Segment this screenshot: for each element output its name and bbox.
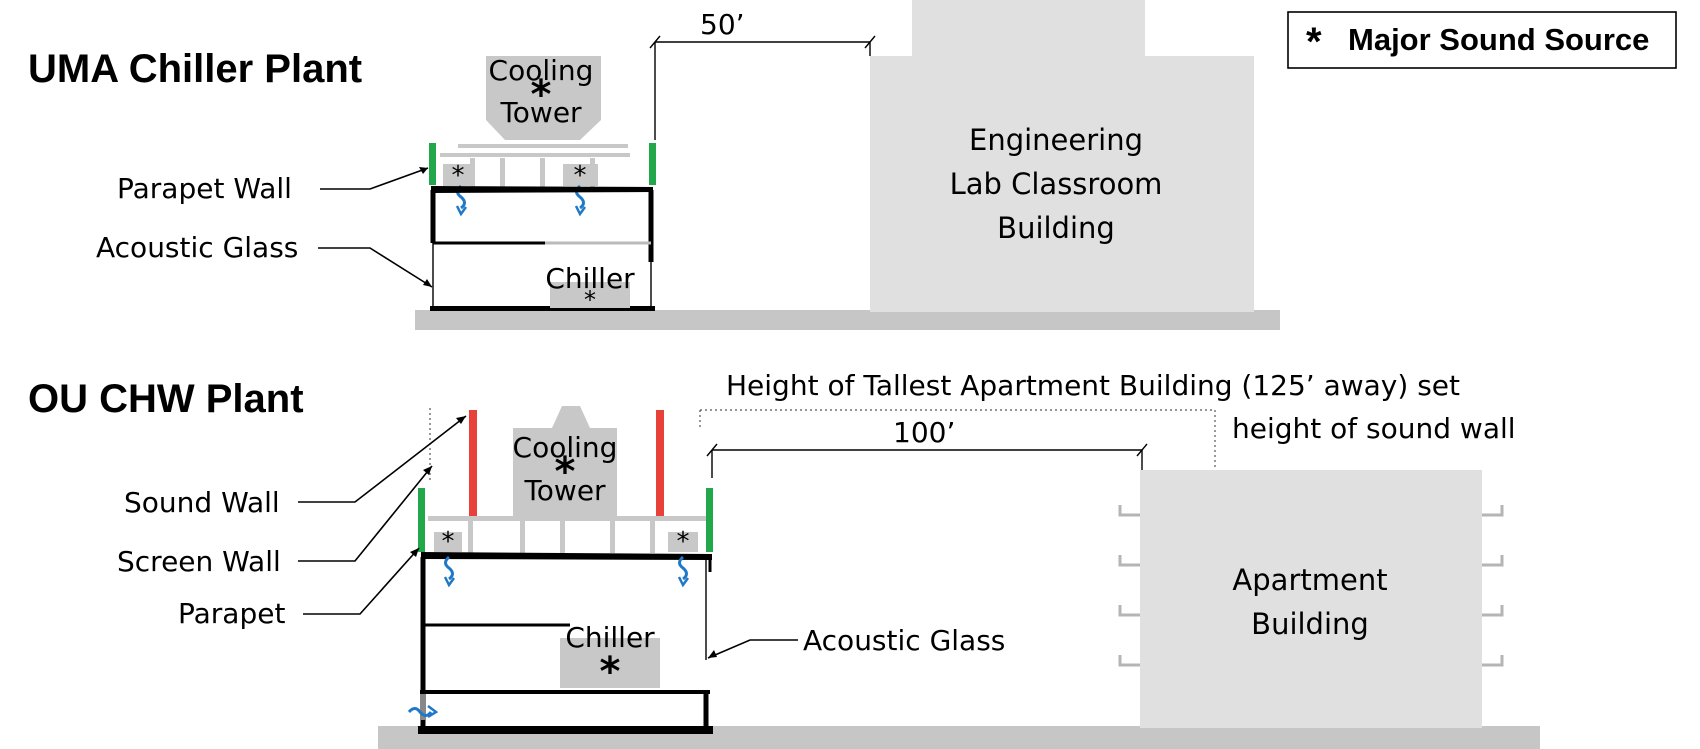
ou-louver [420, 694, 426, 720]
ou-section: OU CHW Plant Height of Tallest Apartment… [28, 369, 1540, 749]
ou-floor-slab [418, 726, 713, 734]
uma-section: UMA Chiller Plant Engineering Lab Classr… [28, 0, 1280, 330]
uma-parapet-wall-left [429, 143, 436, 185]
uma-cooling-tower-sound-source: * [531, 72, 552, 118]
ou-sound-wall-label: Sound Wall [124, 486, 280, 519]
ou-sound-wave-right-icon [678, 555, 688, 581]
ou-chiller [560, 638, 660, 688]
ou-acoustic-glass-label: Acoustic Glass [803, 624, 1005, 657]
uma-rooftop-unit-left [443, 164, 473, 186]
ou-note-line-1: Height of Tallest Apartment Building (12… [726, 369, 1460, 402]
ou-rooftop-unit-left-sound-source: * [442, 527, 455, 557]
ou-sound-wall-right [656, 410, 664, 516]
engineering-building-label-3: Building [997, 211, 1115, 245]
engineering-building [870, 0, 1254, 312]
engineering-building-label-1: Engineering [969, 123, 1143, 157]
uma-chiller [550, 282, 630, 308]
uma-cooling-tower-label-2: Tower [499, 96, 582, 129]
ou-cooling-tower-sound-source: * [555, 449, 576, 495]
uma-floor-slab [430, 306, 655, 311]
legend-symbol: * [1306, 20, 1322, 64]
uma-parapet-wall-label: Parapet Wall [117, 172, 292, 205]
uma-roof-slab [431, 186, 653, 193]
uma-chiller-label: Chiller [545, 262, 635, 295]
uma-chiller-sound-source: * [584, 286, 596, 314]
uma-rooftop-unit-left-sound-source: * [452, 161, 465, 191]
ou-note-line-2: height of sound wall [1232, 412, 1516, 445]
ou-sound-wave-louver-icon [407, 707, 433, 717]
uma-rooftop-unit-right-sound-source: * [574, 161, 587, 191]
ou-sound-wall-left [469, 410, 477, 516]
ou-parapet-label: Parapet [178, 597, 285, 630]
uma-ground [415, 310, 1280, 330]
ou-rooftop-unit-right-sound-source: * [677, 527, 690, 557]
uma-cooling-tower-label-1: Cooling [489, 54, 594, 87]
ou-chiller-sound-source: * [600, 649, 621, 695]
ou-platform-legs [468, 521, 655, 553]
ou-chiller-label: Chiller [565, 621, 655, 654]
apartment-building-label-2: Building [1251, 607, 1369, 641]
ou-title: OU CHW Plant [28, 377, 304, 421]
legend: * Major Sound Source [1287, 11, 1677, 69]
apartment-building [1140, 470, 1482, 728]
ou-cooling-tower-label-2: Tower [523, 474, 606, 507]
ou-roof-slab [421, 552, 712, 560]
ou-cooling-tower-label-1: Cooling [513, 431, 618, 464]
uma-acoustic-glass-label: Acoustic Glass [96, 231, 298, 264]
ou-rooftop-unit-right [668, 532, 698, 552]
ou-platform [428, 516, 706, 521]
ou-parapet-right [706, 488, 713, 552]
uma-parapet-wall-right [649, 143, 656, 185]
apartment-building-label-1: Apartment [1232, 563, 1387, 597]
ou-cooling-tower: Cooling Tower * [513, 406, 618, 516]
uma-title: UMA Chiller Plant [28, 47, 362, 91]
uma-dimension-label: 50’ [700, 8, 745, 41]
legend-box [1287, 11, 1677, 69]
ou-screen-wall-label: Screen Wall [117, 545, 281, 578]
engineering-building-label-2: Lab Classroom [950, 167, 1163, 201]
legend-label: Major Sound Source [1348, 22, 1649, 57]
ou-parapet-left [418, 488, 425, 552]
uma-dimension-50: 50’ [649, 8, 876, 140]
ou-dimension-100: 100’ [706, 416, 1148, 478]
ou-dimension-label: 100’ [893, 416, 955, 449]
ou-sound-wave-left-icon [444, 555, 454, 581]
uma-rooftop-unit-right [563, 164, 598, 186]
ou-rooftop-unit-left [434, 532, 462, 552]
apartment-balconies [1118, 505, 1504, 667]
